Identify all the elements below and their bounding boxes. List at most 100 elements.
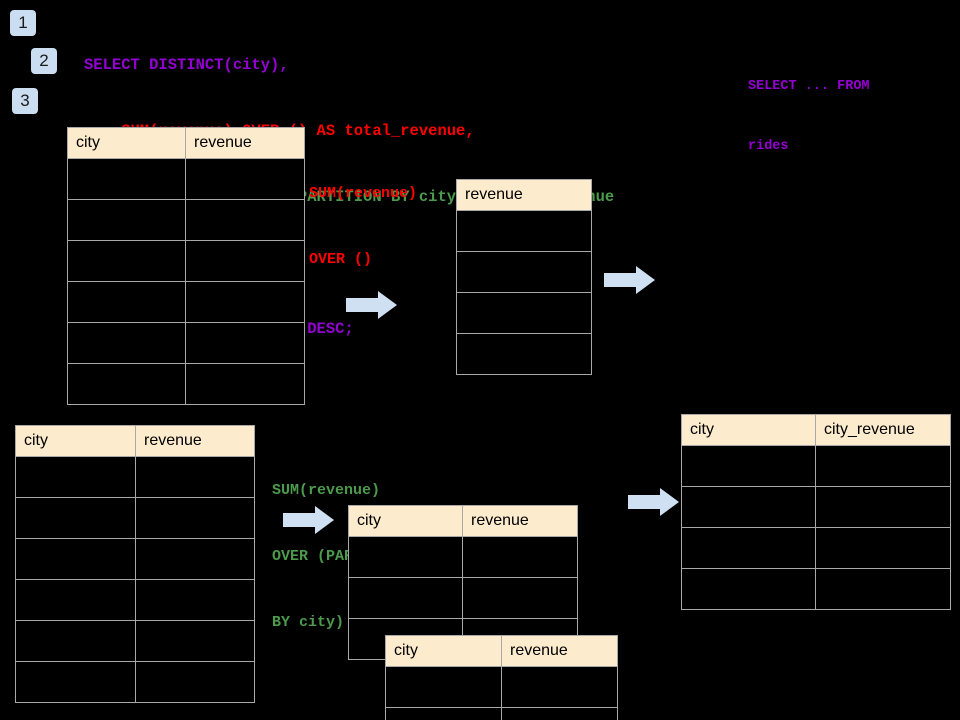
column-header-city: city [385, 635, 502, 667]
cell-revenue [501, 666, 618, 708]
cell-city [681, 568, 816, 610]
cell-city [681, 486, 816, 528]
cell-city-revenue [815, 445, 951, 487]
city-revenue-result-table: city city_revenue [681, 414, 951, 610]
column-header-city: city [348, 505, 463, 537]
cell-city-revenue [815, 486, 951, 528]
cell-city [67, 281, 186, 323]
table-row [67, 240, 305, 282]
cell-revenue [501, 707, 618, 720]
table-row [67, 322, 305, 364]
arrow-rides-to-total [346, 290, 398, 320]
cell-revenue [135, 497, 255, 539]
sql-line-1: SELECT DISTINCT(city), [84, 56, 289, 74]
table-row [15, 497, 255, 539]
cell-revenue [185, 281, 305, 323]
cell-city [15, 579, 136, 621]
cell-city [348, 536, 463, 578]
annotation-select-from-line-2: rides [748, 139, 789, 154]
cell-revenue [185, 199, 305, 241]
column-header-city-revenue: city_revenue [815, 414, 951, 446]
cell-revenue [135, 579, 255, 621]
cell-city [15, 456, 136, 498]
cell-revenue [185, 322, 305, 364]
table-row [67, 363, 305, 405]
cell-revenue [456, 333, 592, 375]
arrow-right-icon [604, 266, 655, 294]
arrow-total-to-result [604, 265, 656, 295]
table-row [456, 292, 592, 334]
cell-revenue [185, 363, 305, 405]
column-header-city: city [15, 425, 136, 457]
arrow-right-icon [346, 291, 397, 319]
cell-city [385, 666, 502, 708]
table-row [681, 445, 951, 487]
arrow-right-icon [283, 506, 334, 534]
cell-city [67, 240, 186, 282]
table-row [348, 577, 578, 619]
column-header-revenue: revenue [456, 179, 592, 211]
step-badge-1: 1 [10, 10, 36, 36]
annotation-select-from: SELECT ... FROM rides [748, 37, 870, 197]
table-row [385, 707, 618, 720]
table-header-row: city revenue [67, 127, 305, 159]
table-row [15, 620, 255, 662]
table-row [681, 527, 951, 569]
annotation-sum-over-empty: SUM(revenue) OVER () [309, 139, 417, 315]
cell-revenue [185, 158, 305, 200]
cell-city [15, 661, 136, 703]
table-row [15, 456, 255, 498]
column-header-city: city [67, 127, 186, 159]
cell-revenue [456, 210, 592, 252]
table-header-row: revenue [456, 179, 592, 211]
table-header-row: city revenue [348, 505, 578, 537]
table-row [681, 486, 951, 528]
column-header-revenue: revenue [185, 127, 305, 159]
partition-group-table-front: city revenue [385, 635, 618, 720]
cell-city-revenue [815, 527, 951, 569]
cell-revenue [135, 661, 255, 703]
annotation-sum-over-partition-line-1: SUM(revenue) [272, 482, 381, 499]
cell-revenue [456, 292, 592, 334]
column-header-revenue: revenue [462, 505, 578, 537]
table-row [15, 661, 255, 703]
arrow-partition-to-result [628, 487, 680, 517]
cell-revenue [135, 620, 255, 662]
column-header-city: city [681, 414, 816, 446]
cell-city [15, 538, 136, 580]
table-header-row: city city_revenue [681, 414, 951, 446]
table-row [456, 333, 592, 375]
table-header-row: city revenue [385, 635, 618, 667]
table-row [67, 199, 305, 241]
table-row [15, 538, 255, 580]
rides-source-table-partition: city revenue [15, 425, 255, 703]
table-row [15, 579, 255, 621]
cell-revenue [462, 536, 578, 578]
cell-city [681, 445, 816, 487]
cell-city [15, 497, 136, 539]
arrow-right-icon [628, 488, 679, 516]
cell-city [348, 577, 463, 619]
step-badge-3: 3 [12, 88, 38, 114]
table-row [456, 210, 592, 252]
cell-city [67, 322, 186, 364]
cell-revenue [456, 251, 592, 293]
annotation-sum-over-empty-line-1: SUM(revenue) [309, 185, 418, 202]
table-row [67, 281, 305, 323]
cell-revenue [135, 538, 255, 580]
column-header-revenue: revenue [501, 635, 618, 667]
table-row [385, 666, 618, 708]
table-row [348, 536, 578, 578]
cell-city [385, 707, 502, 720]
step-badge-2: 2 [31, 48, 57, 74]
annotation-sum-over-empty-line-2: OVER () [309, 251, 373, 268]
cell-city [15, 620, 136, 662]
arrow-rides-to-partition [283, 505, 335, 535]
cell-city-revenue [815, 568, 951, 610]
table-row [681, 568, 951, 610]
cell-city [67, 158, 186, 200]
rides-source-table: city revenue [67, 127, 305, 405]
table-header-row: city revenue [15, 425, 255, 457]
total-revenue-table: revenue [456, 179, 592, 375]
